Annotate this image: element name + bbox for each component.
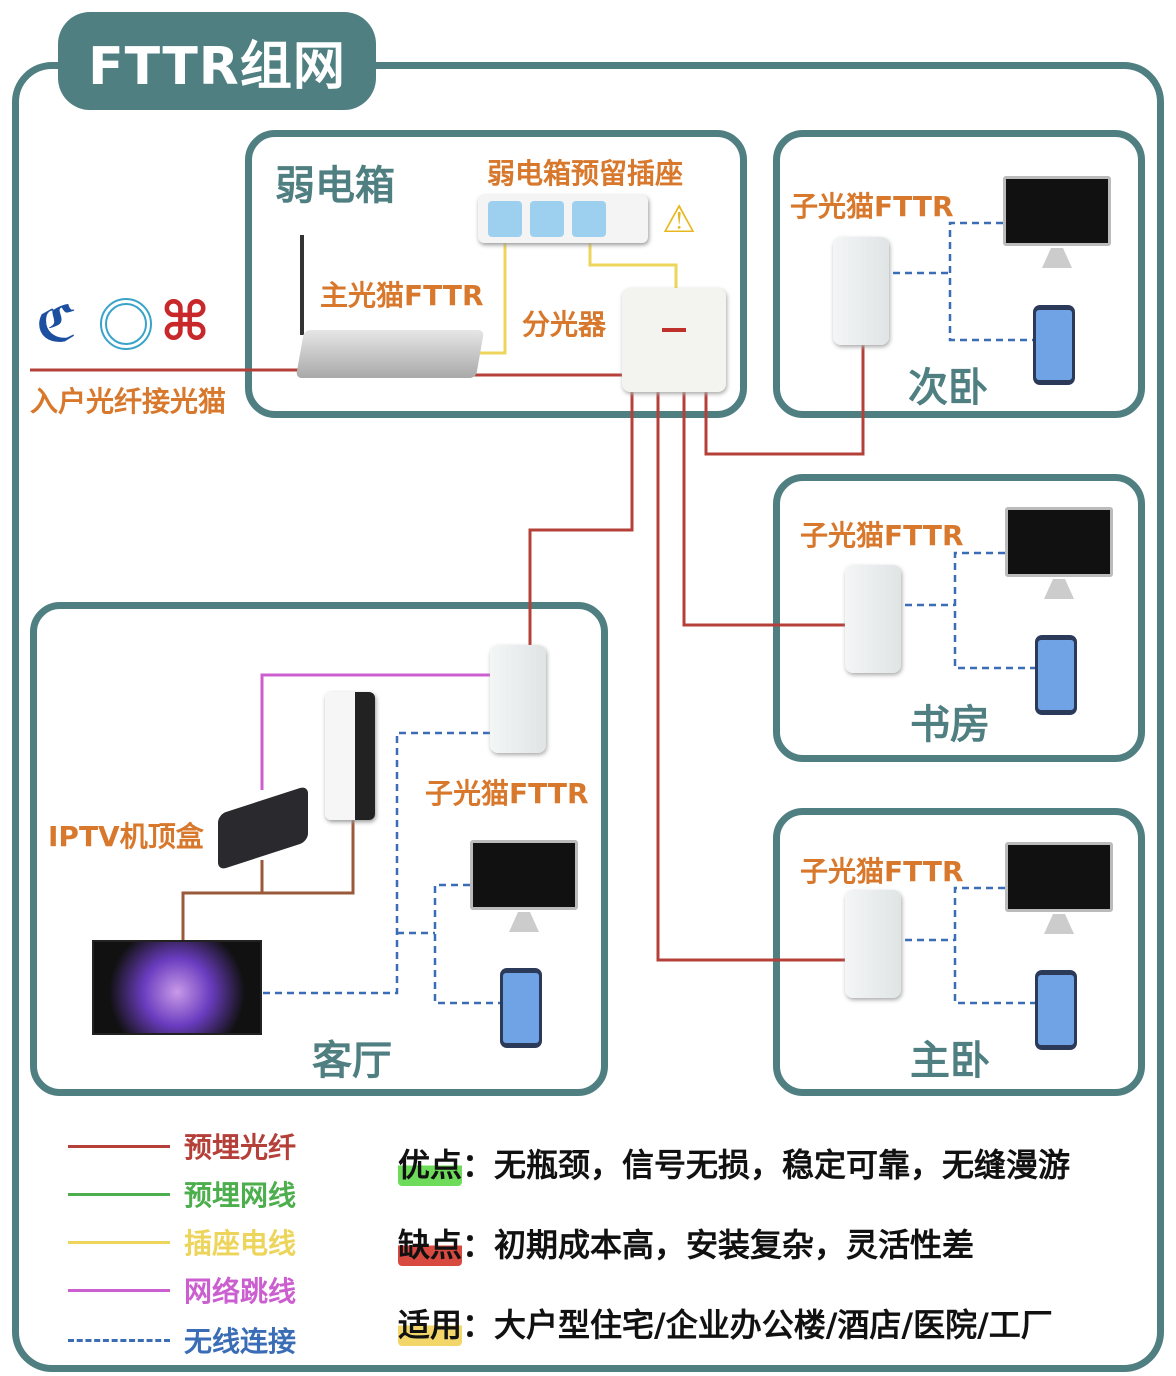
outer-frame	[12, 62, 1164, 1372]
power-strip	[478, 195, 648, 243]
outlet-icon	[572, 201, 606, 237]
phone-icon	[1035, 635, 1077, 715]
master-modem-label: 子光猫FTTR	[800, 855, 964, 888]
phone-icon	[500, 968, 542, 1048]
usage-note: 适用：大户型住宅/企业办公楼/酒店/医院/工厂	[398, 1300, 1053, 1346]
tv-icon	[92, 940, 262, 1035]
second-bedroom-modem-label: 子光猫FTTR	[790, 190, 954, 223]
outlet-icon	[530, 201, 564, 237]
room-name: 客厅	[312, 1038, 392, 1084]
china-telecom-logo: ℭ	[36, 295, 77, 353]
room-name: 主卧	[910, 1038, 990, 1084]
antenna-icon	[300, 235, 304, 335]
cons-note: 缺点：初期成本高，安装复杂，灵活性差	[398, 1220, 974, 1266]
game-console-icon	[325, 692, 375, 820]
monitor-icon	[1003, 176, 1111, 246]
legend-item: 无线连接	[68, 1314, 296, 1366]
monitor-icon	[470, 840, 578, 910]
socket-label: 弱电箱预留插座	[487, 157, 684, 190]
fiber-lines	[30, 345, 865, 962]
sub-modem	[845, 890, 901, 998]
china-unicom-logo: ⌘	[160, 290, 211, 353]
china-mobile-logo	[100, 298, 152, 350]
optical-splitter	[622, 288, 726, 392]
cabinet-title: 弱电箱	[275, 163, 395, 209]
fiber-in-label: 入户光纤接光猫	[30, 385, 227, 418]
splitter-label: 分光器	[522, 308, 607, 341]
high-voltage-warning-icon: ⚠	[662, 197, 697, 241]
monitor-stand	[1042, 248, 1072, 268]
study-modem-label: 子光猫FTTR	[800, 519, 964, 552]
monitor-stand	[1044, 914, 1074, 934]
patch-lines	[260, 673, 490, 790]
main-modem-label: 主光猫FTTR	[320, 279, 484, 312]
iptv-label: IPTV机顶盒	[48, 820, 204, 853]
legend-item: 预埋网线	[68, 1170, 296, 1218]
monitor-stand	[509, 912, 539, 932]
main-modem-router	[295, 330, 485, 378]
phone-icon	[1033, 305, 1075, 385]
sub-modem	[833, 237, 889, 345]
monitor-icon	[1005, 842, 1113, 912]
pros-note: 优点：无瓶颈，信号无损，稳定可靠，无缝漫游	[398, 1140, 1070, 1186]
sub-modem	[490, 645, 546, 753]
phone-icon	[1035, 970, 1077, 1050]
sub-modem	[845, 565, 901, 673]
outlet-icon	[488, 201, 522, 237]
monitor-icon	[1005, 507, 1113, 577]
master-bedroom-box	[773, 808, 1145, 1096]
power-lines	[470, 243, 678, 355]
legend-item: 网络跳线	[68, 1266, 296, 1314]
legend-item: 插座电线	[68, 1218, 296, 1266]
living-modem-label: 子光猫FTTR	[425, 777, 589, 810]
monitor-stand	[1044, 579, 1074, 599]
legend-item: 预埋光纤	[68, 1122, 296, 1170]
legend: 预埋光纤 预埋网线 插座电线 网络跳线 无线连接	[68, 1122, 296, 1366]
room-name: 书房	[910, 702, 990, 748]
wireless-lines	[262, 221, 1035, 1005]
ethernet-lines	[181, 820, 355, 942]
page-title: FTTR组网	[58, 12, 376, 110]
room-name: 次卧	[908, 365, 988, 411]
